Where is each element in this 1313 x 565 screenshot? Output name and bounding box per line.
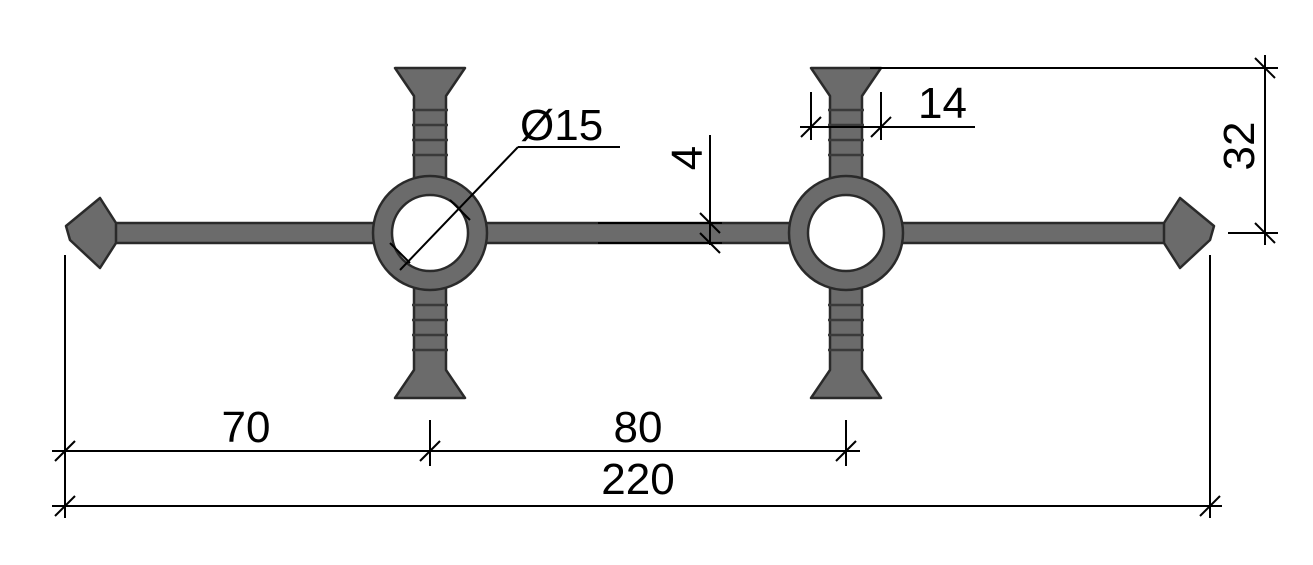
dimension-lines [52,55,1278,518]
dim-web-thickness: 4 [663,146,712,170]
right-end-anchor [1162,196,1216,270]
waterstop-profile [64,66,1216,400]
dim-flange-width: 14 [918,79,967,128]
dim-total-width: 220 [601,455,674,504]
central-web [98,221,1182,245]
left-bulb-hole [390,193,470,273]
dim-edge-to-bulb: 70 [222,403,271,452]
right-bulb-hole [806,193,886,273]
dim-half-height: 32 [1215,122,1264,171]
dim-bulb-spacing: 80 [614,403,663,452]
dim-bulb-diameter: Ø15 [520,101,603,150]
left-end-anchor [64,196,118,270]
